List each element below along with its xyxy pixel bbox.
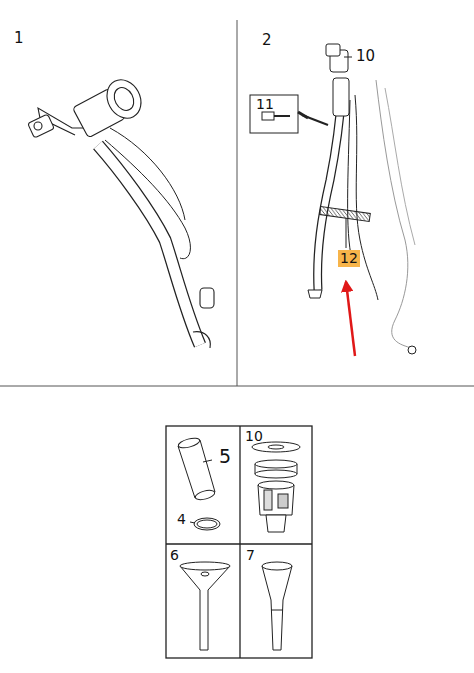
filler-pipe-2 — [298, 44, 416, 354]
panel-number: 2 — [262, 32, 272, 49]
callout-box — [250, 95, 298, 133]
kit-grid — [166, 426, 312, 658]
leader-lines — [344, 57, 352, 248]
cap-set — [252, 442, 300, 532]
callout-number: 11 — [256, 97, 274, 112]
funnel-7 — [262, 562, 292, 650]
red-arrow — [346, 282, 355, 356]
callout-number: 10 — [245, 429, 263, 444]
callout-number: 7 — [246, 548, 255, 563]
callout-number: 12 — [338, 250, 360, 267]
frame-lines — [0, 20, 474, 386]
funnel-6 — [180, 562, 230, 650]
callout-number: 4 — [177, 512, 186, 527]
filler-neck-1 — [28, 74, 214, 348]
callout-number: 10 — [356, 48, 375, 65]
panel-number: 1 — [14, 30, 24, 47]
sleeve-and-clamp — [177, 436, 220, 530]
callout-number: 5 — [219, 446, 231, 467]
callout-number: 6 — [170, 548, 179, 563]
